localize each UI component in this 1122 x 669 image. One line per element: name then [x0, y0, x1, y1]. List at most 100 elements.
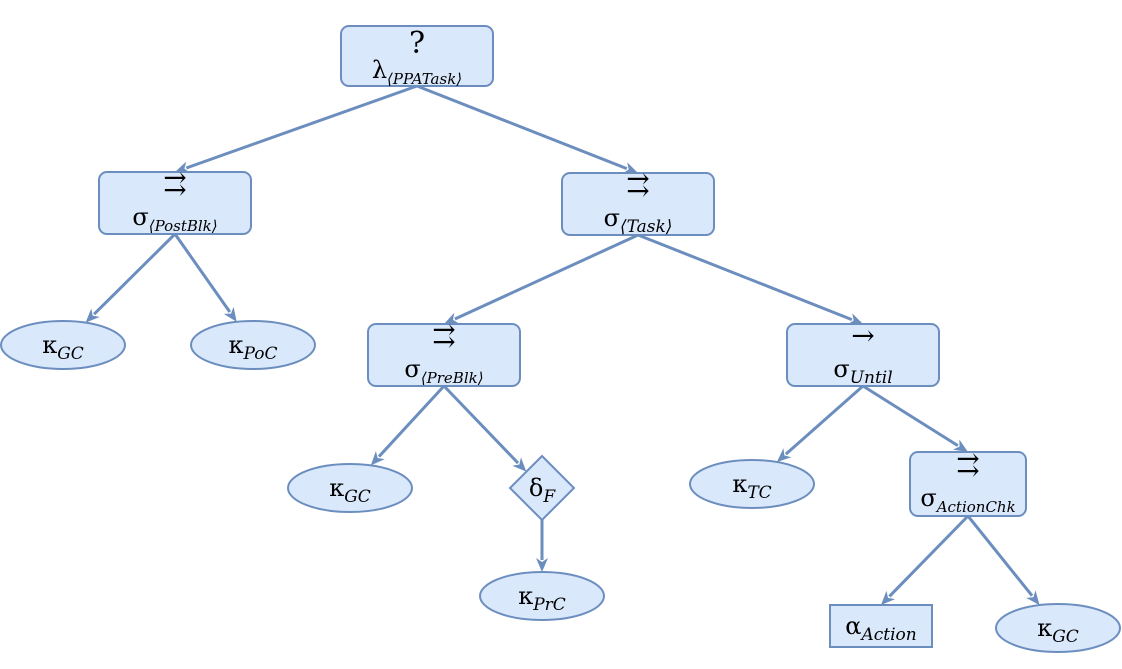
edge-line — [862, 384, 959, 447]
arrowhead — [881, 590, 896, 605]
node-label: σ⟨PreBlk⟩ — [404, 355, 483, 387]
node-actionchk: ⇉ σActionChk — [909, 448, 1027, 517]
node-label: αAction — [845, 612, 916, 645]
node-subscript: TC — [747, 483, 771, 503]
edge-postblk-to-poc — [173, 233, 237, 322]
node-task: ⇉σ⟨Task⟩ — [561, 168, 715, 237]
arrowhead — [1026, 590, 1040, 606]
node-box — [98, 171, 252, 235]
node-symbol: α — [845, 612, 861, 640]
node-subscript: GC — [1052, 627, 1079, 647]
node-symbol: σ — [132, 203, 148, 231]
node-subscript: ActionChk — [935, 498, 1016, 516]
node-subscript: ⟨PostBlk⟩ — [149, 217, 218, 235]
node-ellipse — [0, 320, 126, 370]
node-ellipse — [479, 571, 605, 621]
arrowhead — [223, 306, 237, 322]
node-subscript: ⟨PreBlk⟩ — [421, 369, 484, 387]
arrowhead — [444, 312, 460, 324]
arrowhead — [370, 451, 385, 466]
edge-postblk-to-gc1 — [85, 232, 177, 323]
edge-root-to-postblk — [175, 84, 418, 173]
edge-root-to-task — [416, 84, 638, 174]
node-gc3: κGC — [995, 603, 1121, 653]
edge-task-to-until — [637, 233, 863, 325]
arrowhead — [536, 558, 548, 572]
node-label: κPoC — [229, 331, 278, 364]
edge-line — [185, 84, 418, 170]
node-subscript: GC — [57, 344, 84, 364]
node-preblk: ⇉σ⟨PreBlk⟩ — [367, 319, 521, 387]
node-tc: κTC — [689, 459, 815, 509]
node-postblk: ⇉σ⟨PostBlk⟩ — [98, 167, 252, 235]
node-poc: κPoC — [190, 320, 316, 370]
edge-until-to-actionchk — [862, 384, 968, 452]
edge-until-to-tc — [776, 384, 864, 463]
edge-preblk-to-deltaf — [442, 384, 527, 472]
node-operator-glyph: → — [851, 319, 874, 352]
node-operator-glyph: ⇉ — [432, 319, 455, 352]
node-symbol: κ — [229, 331, 244, 359]
node-label: κGC — [42, 331, 84, 364]
edges-layer — [85, 84, 1040, 606]
edge-line — [966, 515, 1034, 597]
node-operator-glyph: ⇉ — [956, 448, 979, 481]
edge-line — [888, 514, 970, 598]
node-symbol: σ — [833, 355, 849, 383]
node-label: δF — [529, 474, 556, 507]
arrowhead — [847, 313, 863, 325]
node-symbol: σ — [404, 355, 420, 383]
node-ellipse — [689, 459, 815, 509]
node-box — [340, 25, 494, 87]
node-symbol: κ — [1037, 614, 1052, 642]
node-symbol: κ — [518, 582, 533, 610]
node-label: λ⟨PPATask⟩ — [372, 56, 462, 88]
node-until: →σUntil — [786, 319, 940, 388]
edge-line — [93, 232, 177, 316]
edge-actionchk-to-gc3 — [966, 515, 1040, 606]
node-box — [561, 172, 715, 236]
arrowhead — [512, 457, 527, 472]
node-operator-glyph: ? — [409, 26, 425, 61]
arrowhead — [776, 448, 792, 463]
node-symbol: λ — [372, 56, 387, 84]
node-subscript: PrC — [532, 595, 566, 615]
node-box — [829, 604, 933, 648]
node-box — [909, 451, 1027, 517]
node-box — [367, 323, 521, 387]
node-root: ?λ⟨PPATask⟩ — [340, 25, 494, 88]
node-gc2: κGC — [287, 463, 413, 513]
node-prc: κPrC — [479, 571, 605, 621]
edge-line — [454, 233, 639, 321]
edge-line — [784, 384, 864, 456]
node-label: κGC — [329, 474, 371, 507]
edge-deltaf-to-prc — [536, 520, 548, 572]
edge-task-to-preblk — [444, 233, 639, 324]
node-subscript: GC — [344, 487, 371, 507]
node-operator-glyph: ⇉ — [626, 168, 649, 201]
node-symbol: κ — [732, 470, 747, 498]
node-subscript: PoC — [243, 344, 278, 364]
edge-line — [637, 233, 853, 321]
node-label: σ⟨PostBlk⟩ — [132, 203, 217, 235]
node-ellipse — [190, 320, 316, 370]
node-label: κTC — [732, 470, 771, 503]
node-diamond — [508, 454, 576, 522]
node-operator-glyph: ⇉ — [163, 167, 186, 200]
node-label: σ⟨Task⟩ — [604, 204, 673, 237]
node-symbol: κ — [42, 331, 57, 359]
node-box — [786, 323, 940, 387]
node-symbol: σ — [920, 484, 936, 512]
arrowhead — [175, 161, 191, 173]
edge-line — [442, 384, 520, 465]
arrowhead — [85, 308, 100, 323]
edge-line — [377, 384, 446, 458]
node-gc1: κGC — [0, 320, 126, 370]
node-label: κPrC — [518, 582, 566, 615]
node-symbol: δ — [529, 474, 543, 502]
edge-preblk-to-gc2 — [370, 384, 446, 466]
node-subscript: Until — [850, 368, 893, 388]
arrowhead — [622, 162, 638, 174]
